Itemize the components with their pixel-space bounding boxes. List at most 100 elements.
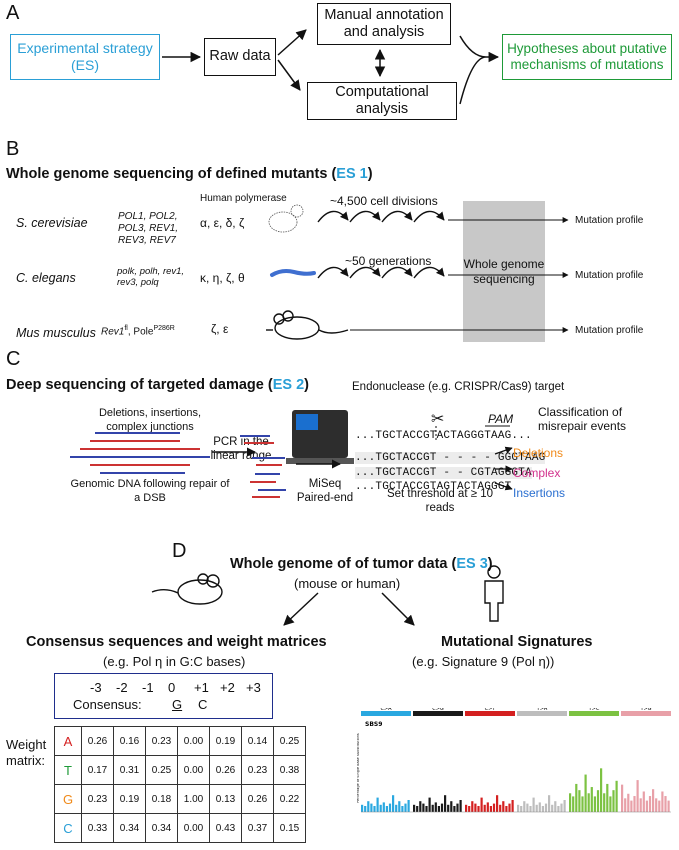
sig-bar <box>401 806 404 812</box>
consensus-box <box>54 673 273 719</box>
sig-bar <box>477 806 480 812</box>
position-6: +3 <box>246 680 261 695</box>
sig-bar <box>590 787 593 812</box>
wgs-block: Whole genome sequencing <box>463 201 545 342</box>
sig-bar <box>624 798 627 812</box>
sig-bar <box>444 795 447 812</box>
panel-a-label: A <box>6 2 20 24</box>
matrix-cell: 0.19 <box>113 784 146 814</box>
panel-b-title-close: ) <box>367 166 373 182</box>
miseq-label: MiSeq Paired-end <box>296 478 354 505</box>
panel-c-title: Deep sequencing of targeted damage (ES 2… <box>6 377 309 393</box>
out-insertions: Insertions <box>513 486 566 500</box>
out-deletions: Deletions <box>513 446 564 460</box>
mouse-icon-d <box>151 573 223 605</box>
sig-class-label: T>A <box>536 708 548 712</box>
sig-bar <box>664 796 667 812</box>
sig-bar <box>541 806 544 812</box>
matrix-base-T: T <box>54 755 82 785</box>
sig-bar <box>661 791 664 812</box>
merge-bracket <box>459 35 487 105</box>
output-worm: Mutation profile <box>575 270 644 281</box>
sig-bar <box>615 780 618 812</box>
output-mouse: Mutation profile <box>575 325 644 336</box>
matrix-cell: 1.00 <box>177 784 210 814</box>
sig-bar <box>465 804 468 812</box>
matrix-cell: 0.25 <box>145 755 178 785</box>
manual-annotation-box: Manual annotation and analysis <box>317 3 451 45</box>
genes-mouse: Rev1fl, PoleP286R <box>101 325 175 338</box>
sig-bar <box>652 789 655 812</box>
sig-bar <box>492 803 496 812</box>
sig-bar <box>554 801 557 812</box>
sig-bar <box>496 795 499 812</box>
sig-class-label: T>G <box>639 708 651 712</box>
sig-bar <box>511 800 514 812</box>
sig-class-label: C>T <box>485 708 497 712</box>
sequencer-icon <box>286 410 354 464</box>
sig-bar <box>447 804 450 812</box>
sig-bar <box>392 795 395 812</box>
position-4: +1 <box>194 680 209 695</box>
position-0: -3 <box>90 680 102 695</box>
sig-bar <box>395 804 398 812</box>
matrix-base-C: C <box>54 813 82 843</box>
sig-bar <box>505 806 508 812</box>
matrix-cell: 0.31 <box>113 755 146 785</box>
sig-bar <box>370 803 373 812</box>
genomic-dna-label: Genomic DNA following repair of a DSB <box>70 478 230 504</box>
sig-bar <box>633 796 636 812</box>
matrix-cell: 0.26 <box>209 755 242 785</box>
matrix-cell: 0.14 <box>241 726 274 756</box>
insertion-sequence: ...TGCTACCGTAGTACTAGGGT <box>355 481 512 493</box>
sig-bar <box>593 796 596 812</box>
hypotheses-box: Hypotheses about putative mechanisms of … <box>502 34 672 80</box>
genes-mouse-pole: , Pole <box>127 326 154 338</box>
matrix-cell: 0.23 <box>145 726 178 756</box>
panel-a-arrows <box>162 29 500 105</box>
matrix-cell: 0.22 <box>273 784 306 814</box>
matrix-cell: 0.38 <box>273 755 306 785</box>
sig-bar <box>636 780 639 812</box>
amplicon-fragments <box>240 435 286 498</box>
sig-class-bar <box>621 711 671 716</box>
generations-label: ~50 generations <box>345 254 432 268</box>
sig-bar <box>655 798 658 812</box>
position-3: 0 <box>168 680 176 695</box>
sig-class-label: C>G <box>432 708 444 712</box>
panel-d-label: D <box>172 540 187 562</box>
matrix-base-A: A <box>54 726 82 756</box>
organism-mouse: Mus musculus <box>16 326 96 340</box>
sig-bar <box>526 803 529 812</box>
sig-class-label: T>C <box>588 708 600 712</box>
arrow-to-signatures <box>381 592 415 626</box>
sig-bar <box>603 793 606 812</box>
matrix-cell: 0.34 <box>145 813 178 843</box>
complex-sequence: ...TGCTACCGT - - CGTAGGGTA <box>355 467 532 479</box>
sig-bar <box>471 801 474 812</box>
sig-bar <box>606 783 609 812</box>
sig-bar <box>483 804 486 812</box>
threshold-label: Set threshold at ≥ 10 reads <box>386 488 494 515</box>
yeast-icon <box>268 204 304 233</box>
sig-bar <box>529 806 532 812</box>
pam-label: PAM <box>488 412 514 426</box>
sig-bar <box>572 796 575 812</box>
sig-bar <box>642 791 645 812</box>
pol-mouse: ζ, ε <box>211 322 229 336</box>
sig-bar <box>520 806 523 812</box>
sig-bar <box>544 803 548 812</box>
sig-label: SBS9 <box>365 721 382 728</box>
sig-bar <box>385 806 388 812</box>
matrix-cell: 0.15 <box>273 813 306 843</box>
matrix-cell: 0.00 <box>177 726 210 756</box>
matrix-cell: 0.23 <box>241 755 274 785</box>
matrix-cell: 0.00 <box>177 755 210 785</box>
organism-yeast: S. cerevisiae <box>16 216 88 230</box>
sig-bar <box>419 801 422 812</box>
matrix-cell: 0.13 <box>209 784 242 814</box>
sig-bar <box>450 801 453 812</box>
